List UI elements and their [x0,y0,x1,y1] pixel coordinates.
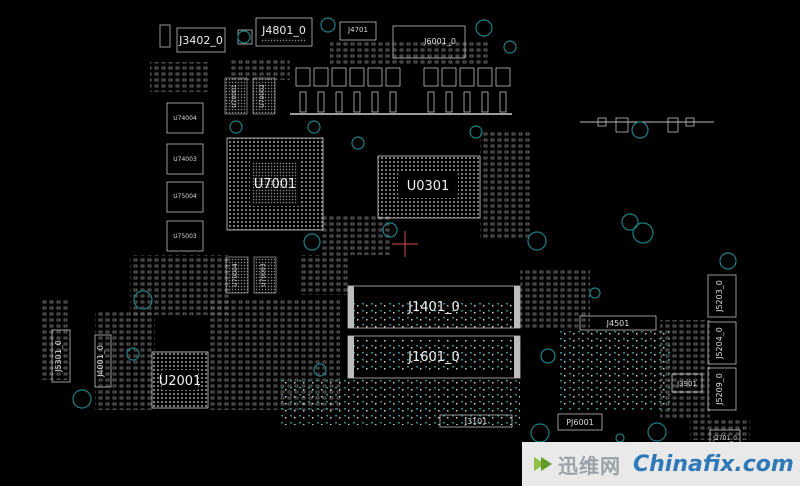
u7001-label: U7001 [254,177,297,192]
top-choke-row [290,67,512,115]
crosshair-cursor [392,231,418,257]
connector-j5203: J5203_0 [707,274,737,318]
bga-u2001: U2001 [151,351,209,409]
bga-u7001: U7001 [226,137,324,231]
j5203-label: J5203_0 [715,280,724,313]
u70002-label: U70002 [259,84,266,108]
smd-component-clusters [40,40,750,440]
u74004-label: U74004 [173,115,197,122]
u74003-label: U74003 [173,156,197,163]
j3901-label: J3901 [676,380,697,388]
connector-j5204: J5204_0 [707,321,737,365]
connector-j3402: J3402_0 [176,27,226,53]
chinafix-logo-icon [534,457,552,471]
connector-j4001: J4001_0 [94,334,112,388]
j5209-label: J5209_0 [715,373,724,406]
j4501-label: J4501 [606,319,630,328]
j1401-label: J1401_0 [407,300,460,315]
j4701-label: J4701 [347,26,368,34]
u70003-label: U70003 [260,263,267,287]
mounting-holes [72,17,737,443]
connector-j4701: J4701 [339,21,377,41]
j4001-label: J4001_0 [96,345,105,378]
u70001-label: U70001 [231,84,238,108]
j6001-label: J6001_0 [423,37,456,46]
dimm-slot-j1401: J1401_0 [347,285,521,329]
connector-pj6001: PJ6001 [557,413,603,431]
connector-j5301: J5301_0 [51,329,71,383]
j3402-label: J3402_0 [178,34,223,47]
watermark-cn: 迅维网 [558,453,621,478]
memory-column-left: U74004 U74003 U75004 U75003 [166,102,204,252]
j5204-label: J5204_0 [715,327,724,360]
connector-j5209: J5209_0 [707,367,737,411]
u75003-label: U75003 [173,233,197,240]
j3101-label: J3101 [464,417,488,426]
watermark-banner: 迅维网 Chinafix.com [522,442,800,486]
j4801-label: J4801_0 [261,24,306,37]
u2001-label: U2001 [159,374,202,389]
u75004-label: U75004 [173,193,197,200]
u0301-label: U0301 [407,179,450,194]
watermark-en: Chinafix.com [633,451,794,477]
connector-j3101: J3101 [439,414,513,428]
memory-column-top: U70001 U70002 U70004 U70003 [224,77,277,294]
connector-j3901: J3901 [671,373,703,393]
j1601-label: J1601_0 [407,350,460,365]
connector-j6001: J6001_0 [392,25,466,59]
right-bracket [580,117,714,133]
bga-u0301: U0301 [377,155,481,219]
j2701-label: J2701_0 [712,435,737,442]
connector-j4501: J4501 [579,315,657,331]
u70004-label: U70004 [232,263,239,287]
j5301-label: J5301_0 [54,340,63,373]
connector-j4801: J4801_0 [255,17,313,47]
pj6001-label: PJ6001 [566,418,594,427]
dimm-slot-j1601: J1601_0 [347,335,521,379]
